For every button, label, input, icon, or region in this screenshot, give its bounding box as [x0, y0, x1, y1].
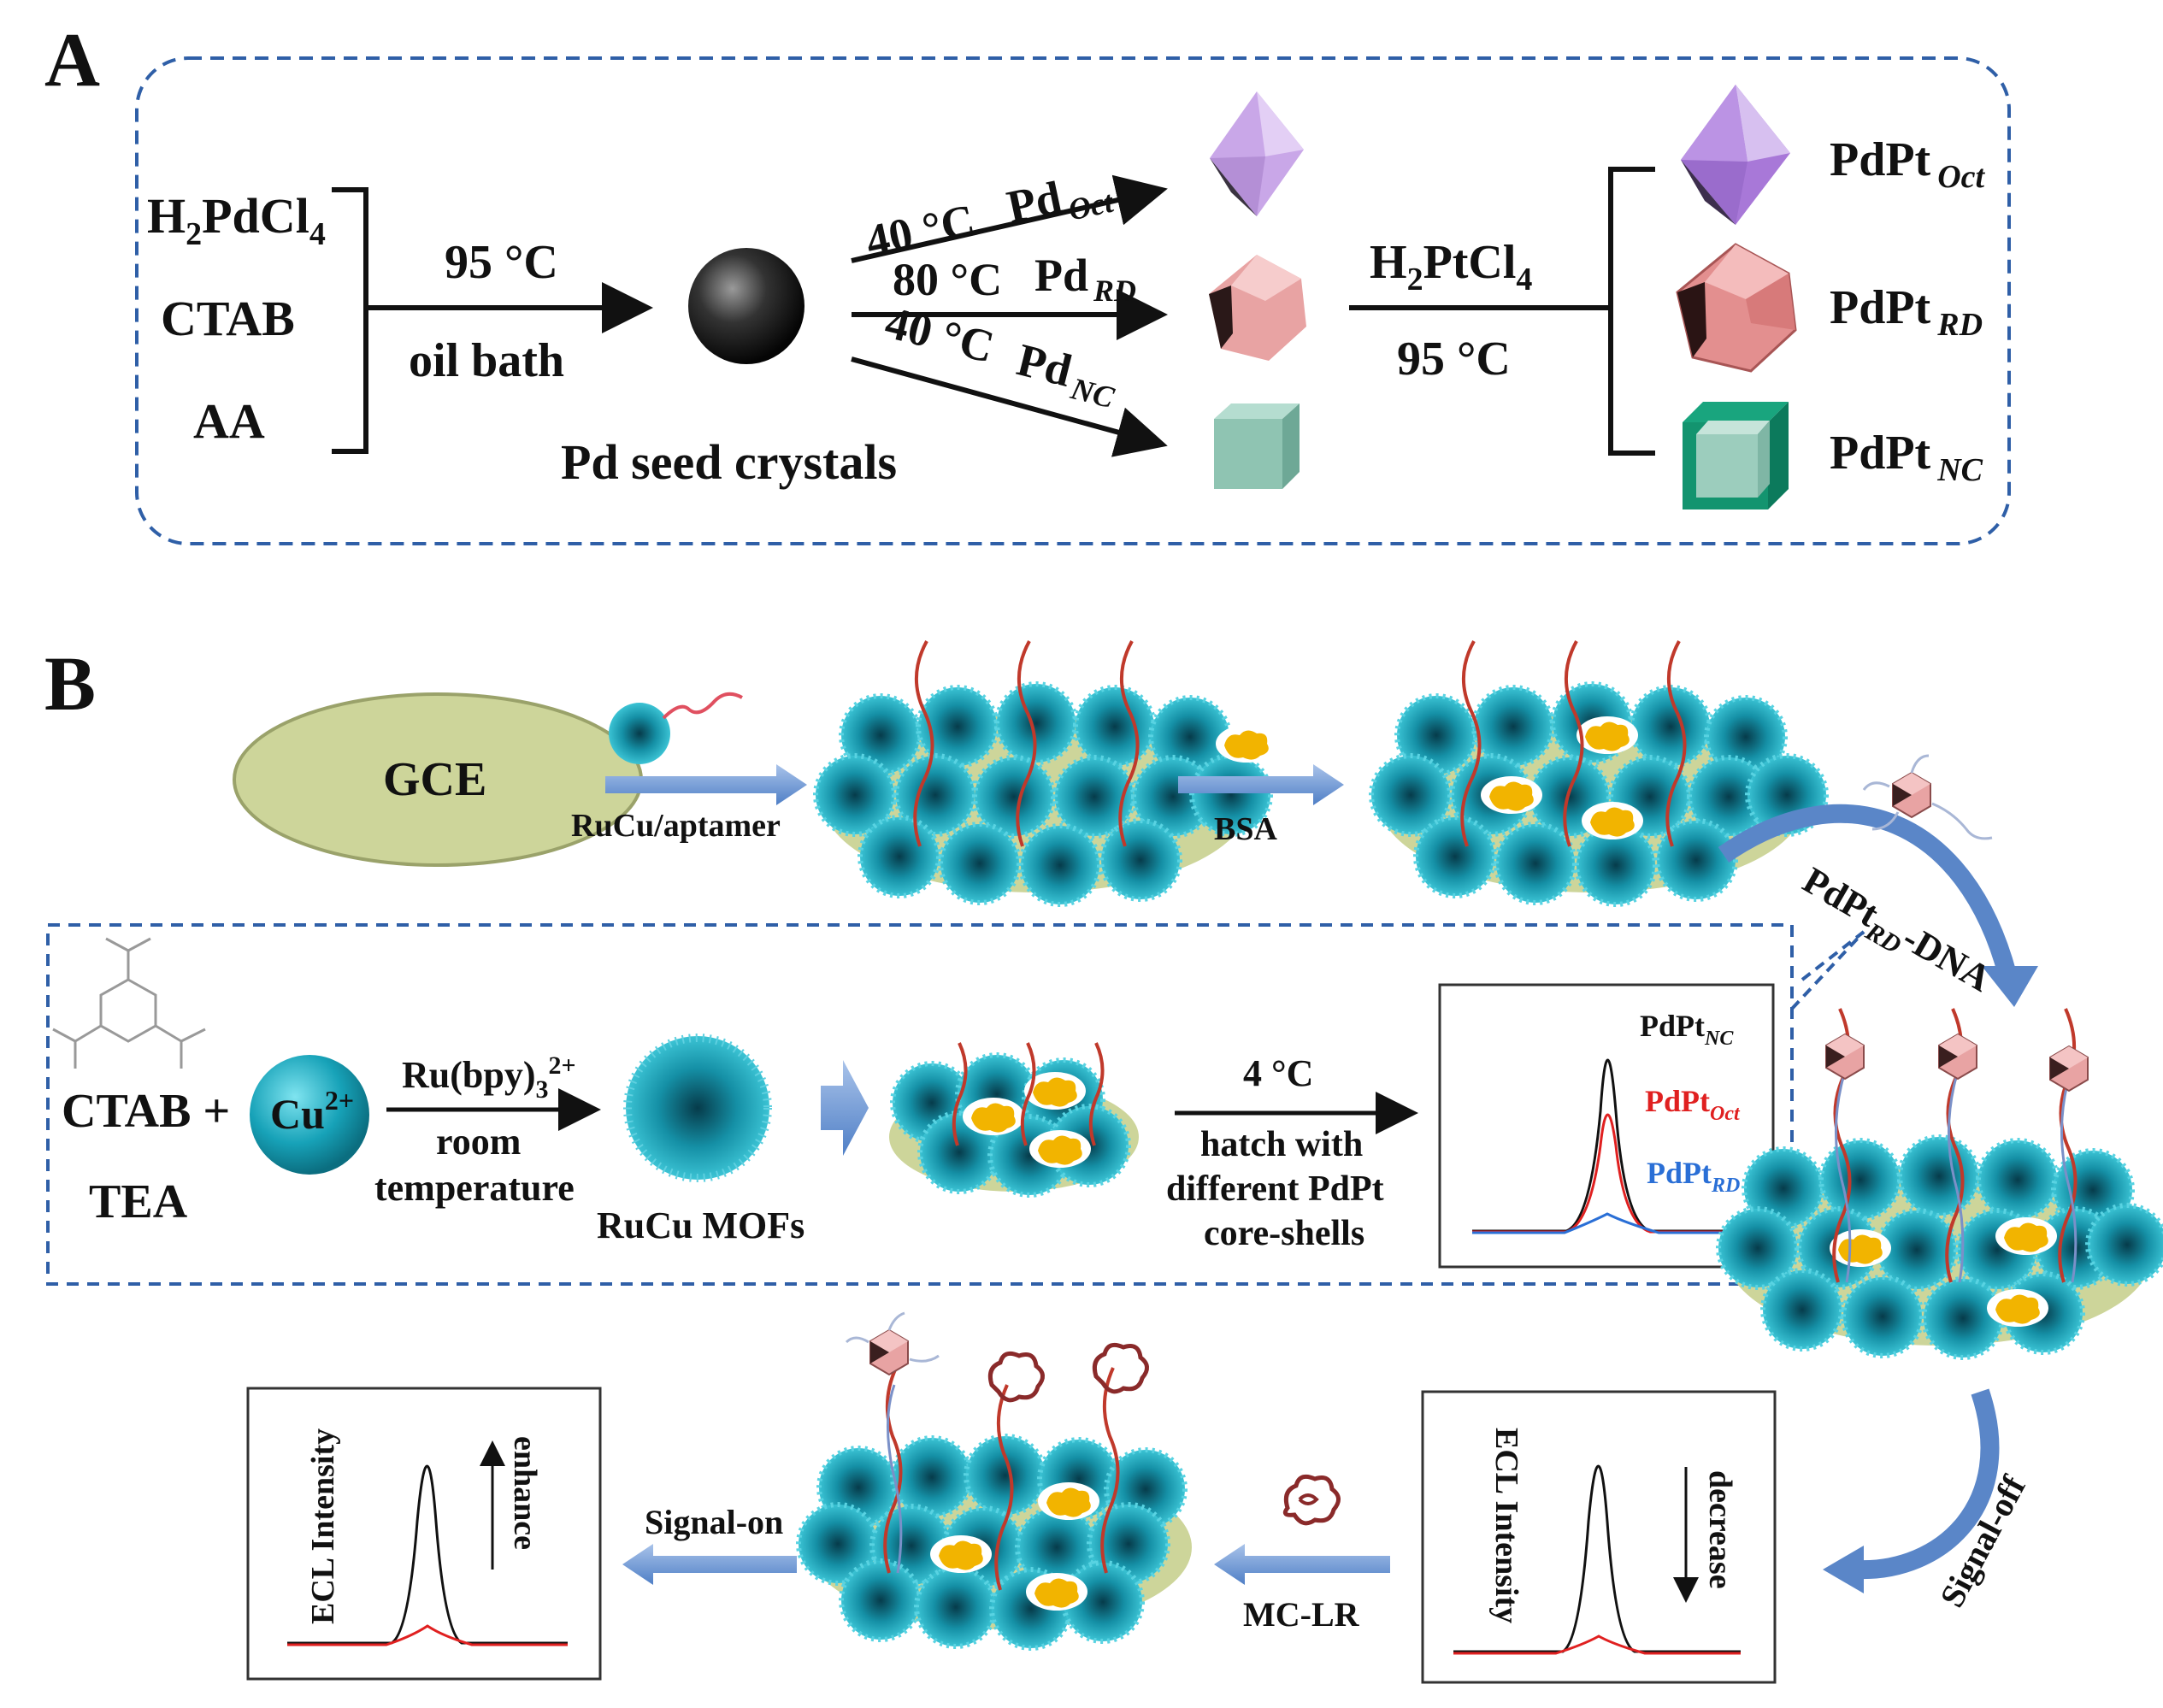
legend-rd: PdPtRD: [1647, 1156, 1740, 1197]
curved-arrow-signal-off: [1856, 1388, 2000, 1580]
temperature-label: temperature: [374, 1167, 575, 1209]
electrode-inset: [889, 1042, 1139, 1195]
gce-label: GCE: [383, 753, 486, 806]
arrow-step-assemble: [821, 1060, 869, 1156]
enhance-axis-label: ECL Intensity: [305, 1428, 341, 1624]
electrode-bsa-blocked: [1371, 640, 1826, 904]
ecl-curve-rd: [1472, 1212, 1746, 1234]
step2-reagent: H2PtCl4: [1370, 236, 1532, 297]
pdpt-rhombic-dodecahedron: [1676, 243, 1797, 373]
pd-seed-sphere: [688, 248, 804, 364]
condition-temp: 4 °C: [1243, 1052, 1313, 1094]
step1-condition: oil bath: [409, 334, 564, 387]
legend-nc: PdPtNC: [1640, 1009, 1734, 1050]
cu-ion-label: Cu2+: [270, 1085, 354, 1138]
arrow-step-aptamer: [605, 764, 807, 805]
inset-dashed-box: [46, 923, 1794, 1286]
seed-label: Pd seed crystals: [561, 434, 897, 490]
reagent-h2pdcl4: H2PdCl4: [147, 188, 326, 252]
panel-a-label: A: [44, 18, 100, 103]
ctab-label: CTAB +: [62, 1085, 230, 1138]
rucu-mof-particle: [623, 1034, 772, 1182]
panel-b: B GCE RuCu/aptamer BSA: [44, 640, 2163, 1684]
step1-temperature: 95 °C: [445, 236, 558, 289]
mclr-label: MC-LR: [1243, 1595, 1360, 1634]
enhance-curve-high: [287, 1464, 568, 1645]
pd-rhombic-dodecahedron: [1209, 255, 1306, 361]
bsa-icon: [1216, 725, 1277, 763]
ru-bpy-label: Ru(bpy)32+: [402, 1051, 576, 1104]
arrow-step-signal-on: [622, 1544, 797, 1585]
signal-on-label: Signal-on: [645, 1503, 783, 1541]
ecl-curve-nc: [1472, 1058, 1746, 1233]
branch-temp-rd: 80 °C: [893, 254, 1002, 305]
legend-oct: PdPtOct: [1645, 1084, 1741, 1125]
step2-temperature: 95 °C: [1397, 333, 1511, 386]
enhance-curve-low: [287, 1624, 568, 1646]
reagent-bracket: [332, 187, 368, 454]
mclr-molecule-icon: [1282, 1474, 1341, 1526]
branch-name-oct: PdOct: [1003, 161, 1117, 239]
decrease-ecl-chart: [1421, 1390, 1777, 1684]
pd-octahedron: [1210, 91, 1304, 216]
branch-name-nc: PdNC: [1011, 333, 1124, 415]
tea-label: TEA: [89, 1175, 188, 1228]
electrode-mof-aptamer: [816, 640, 1270, 904]
condition-line2: different PdPt: [1166, 1169, 1384, 1209]
decrease-curve-high: [1453, 1464, 1741, 1653]
room-label: room: [436, 1121, 521, 1163]
decrease-axis-label: ECL Intensity: [1488, 1428, 1524, 1623]
rucu-mofs-label: RuCu MOFs: [597, 1204, 804, 1246]
condition-line3: core-shells: [1204, 1214, 1364, 1253]
product-bracket: [1608, 167, 1655, 456]
decrease-curve-low: [1453, 1634, 1741, 1655]
reagent-aa: AA: [193, 393, 265, 449]
curved-arrow-pdpt-dna: [1718, 804, 2017, 977]
inset-ecl-chart: [1438, 983, 1775, 1269]
enhance-ecl-chart: [246, 1387, 602, 1681]
panel-a: A H2PdCl4 CTAB AA 95 °C oil bath Pd seed…: [44, 18, 2011, 545]
curved-arrow-head-1: [1982, 966, 2038, 1007]
decrease-label: decrease: [1702, 1470, 1738, 1589]
electrode-mclr-bound: [799, 1311, 1192, 1648]
condition-line1: hatch with: [1200, 1125, 1363, 1164]
ecl-curve-oct: [1472, 1113, 1746, 1234]
ructu-aptamer-label: RuCu/aptamer: [571, 808, 781, 844]
branch-temp-nc: 40 °C: [881, 297, 999, 373]
enhance-label: enhance: [507, 1436, 543, 1550]
arrow-step-bsa: [1178, 764, 1344, 805]
branch-arrow-oct: [851, 174, 1168, 263]
cu-ion-sphere: [250, 1055, 369, 1175]
curved-arrow-head-2: [1823, 1546, 1864, 1593]
arrow-step-mclr: [1214, 1544, 1390, 1585]
aptamer-strand-icon: [662, 692, 743, 720]
panel-b-label: B: [44, 642, 96, 727]
linker-molecule-icon: [52, 937, 206, 1069]
inset-pointer: [1790, 930, 1865, 1010]
pd-nanocube: [1214, 403, 1300, 489]
branch-arrow-nc: [851, 356, 1168, 457]
pdpt-nanocube: [1683, 402, 1789, 509]
bsa-label: BSA: [1214, 811, 1277, 847]
electrode-probe-bound: [1718, 1008, 2163, 1358]
pdpt-octahedron: [1681, 85, 1790, 225]
pdpt-dna-probe-icon: [1892, 772, 1931, 818]
ructu-aptamer-particle: [609, 703, 670, 764]
reagent-ctab: CTAB: [161, 291, 295, 346]
